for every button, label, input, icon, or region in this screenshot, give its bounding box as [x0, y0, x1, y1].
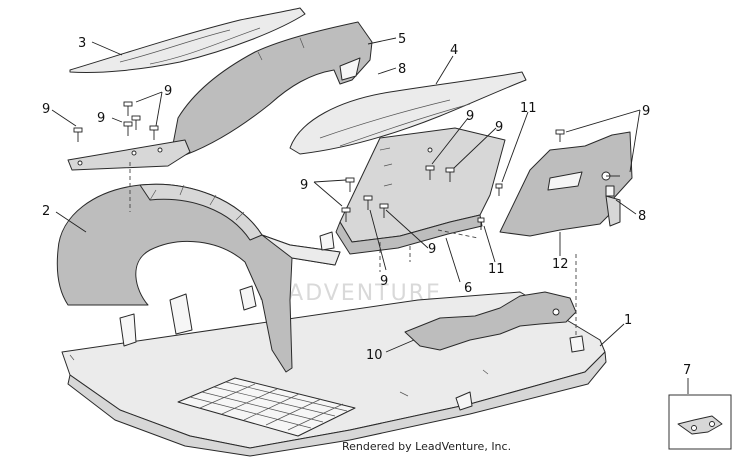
alignment-dashes — [129, 162, 577, 336]
callout-9: 9 — [300, 178, 308, 193]
callout-4: 4 — [450, 43, 458, 58]
screw-icon — [131, 115, 141, 130]
callout-9: 9 — [380, 274, 388, 289]
part-3-top-left-panel — [69, 7, 306, 74]
screw-icon — [341, 207, 351, 222]
floor-grille — [177, 377, 356, 437]
callout-7: 7 — [683, 363, 691, 378]
callout-9: 9 — [466, 109, 474, 124]
screw-icon — [149, 125, 159, 140]
callout-10: 10 — [366, 348, 383, 363]
part-6-middle-tray — [335, 127, 506, 255]
render-credit: Rendered by LeadVenture, Inc. — [342, 440, 511, 453]
callout-2: 2 — [42, 204, 50, 219]
callout-9: 9 — [97, 111, 105, 126]
screw-icon — [495, 183, 503, 196]
screw-icon — [123, 101, 133, 116]
callout-8: 8 — [398, 62, 406, 77]
callout-9: 9 — [164, 84, 172, 99]
callout-9: 9 — [428, 242, 436, 257]
screw-icon — [555, 129, 565, 142]
screw-icon — [477, 217, 485, 230]
part-4-right-panel — [289, 71, 527, 155]
callout-6: 6 — [464, 281, 472, 296]
callout-labels: 3 5 8 4 9 9 9 2 9 9 11 9 9 8 9 9 6 11 12… — [42, 32, 691, 378]
callout-3: 3 — [78, 36, 86, 51]
screw-icon — [73, 127, 83, 142]
part-10-floor-mat — [404, 291, 577, 351]
screws-middle — [341, 165, 503, 230]
part-2-inner-shroud — [56, 183, 341, 373]
screw-icon — [345, 177, 355, 192]
screw-icon — [425, 165, 435, 180]
callout-11: 11 — [488, 262, 505, 277]
callout-9: 9 — [642, 104, 650, 119]
screw-icon — [601, 171, 620, 181]
callout-8: 8 — [638, 209, 646, 224]
callout-9: 9 — [42, 102, 50, 117]
screw-icon — [445, 167, 455, 182]
screw-icon — [123, 121, 133, 136]
part-5-side-cover — [169, 21, 373, 161]
callout-5: 5 — [398, 32, 406, 47]
part-7-inset-box — [668, 394, 732, 450]
screw-icon — [379, 203, 389, 218]
callout-1: 1 — [624, 313, 632, 328]
callout-11: 11 — [520, 101, 537, 116]
screw-icon — [363, 195, 373, 210]
part-12-right-bracket — [499, 129, 633, 237]
screws-top-left — [73, 101, 159, 142]
callout-9: 9 — [495, 120, 503, 135]
callout-12: 12 — [552, 257, 569, 272]
leader-lines — [51, 37, 689, 394]
part-bracket-plate — [67, 139, 191, 171]
